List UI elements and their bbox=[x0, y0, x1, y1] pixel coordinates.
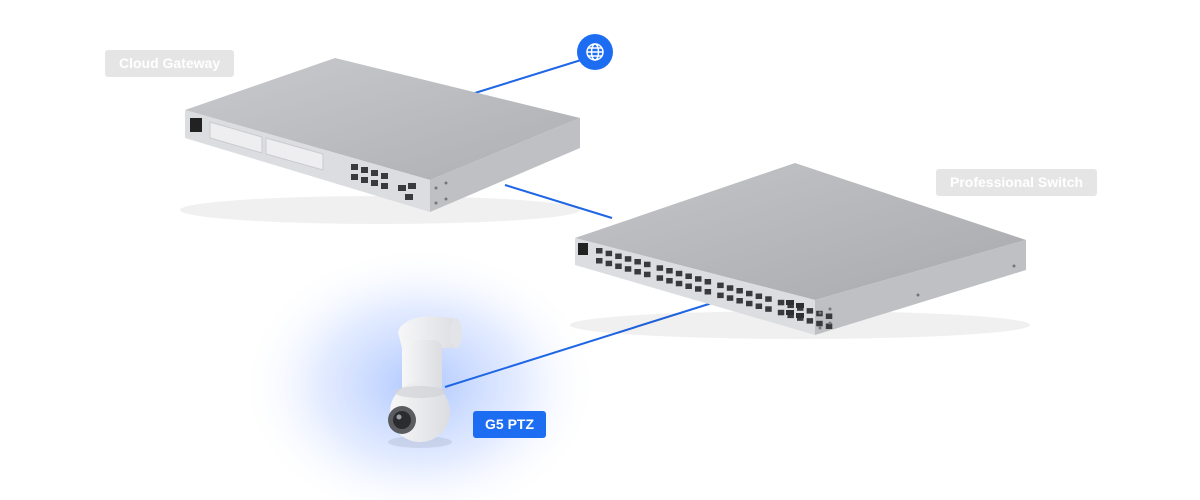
professional-switch-device[interactable] bbox=[570, 163, 1030, 339]
g5-ptz-camera-device[interactable] bbox=[388, 316, 462, 448]
internet-node[interactable] bbox=[577, 34, 613, 70]
link-switch-camera bbox=[444, 302, 713, 388]
link-internet-gateway bbox=[461, 55, 595, 98]
g5-ptz-label: G5 PTZ bbox=[473, 411, 547, 438]
cloud-gateway-device[interactable] bbox=[180, 58, 580, 224]
link-gateway-switch bbox=[504, 184, 613, 219]
switch-port-grid bbox=[596, 248, 833, 329]
globe-icon bbox=[586, 43, 604, 61]
connection-links bbox=[444, 55, 713, 388]
cloud-gateway-label: Cloud Gateway bbox=[105, 50, 235, 77]
professional-switch-label: Professional Switch bbox=[936, 169, 1098, 196]
